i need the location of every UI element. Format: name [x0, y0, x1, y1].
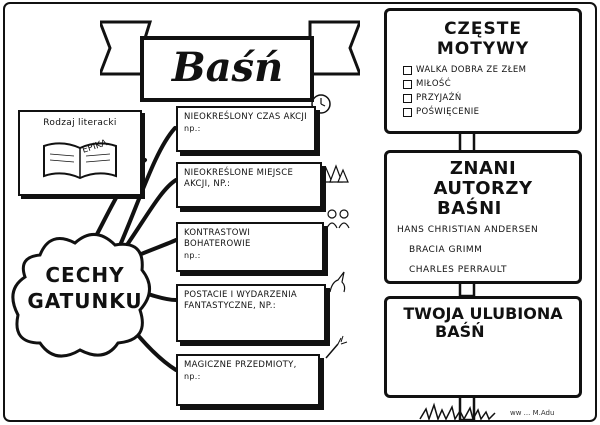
motifs-title: Częste motywy [436, 19, 530, 59]
author-item: Bracia Grimm [409, 245, 483, 255]
checkbox-icon[interactable] [403, 65, 412, 75]
feature-place: nieokreślone miejsce akcji, np.: [176, 162, 322, 208]
unicorn-icon [329, 271, 346, 293]
book-icon [43, 142, 117, 180]
feature-time: nieokreślony czas akcji np.: [176, 106, 316, 152]
feature-fantastic: postacie i wydarzenia fantastyczne, np.: [176, 284, 326, 342]
features-heading-line1: CECHY [45, 263, 125, 287]
authors-title: Znani autorzy baśni [397, 159, 569, 219]
page-title: Baśń [171, 44, 284, 91]
signature: ww ... M.Adu [510, 409, 554, 417]
characters-icon [326, 209, 350, 229]
genre-box: Rodzaj literacki Epika [18, 110, 142, 196]
author-item: Charles Perrault [409, 265, 508, 275]
checkbox-icon[interactable] [403, 107, 412, 117]
feature-time-np: np.: [184, 124, 201, 133]
feature-magic-items-np: np.: [184, 372, 201, 381]
motif-item: Przyjaźń [403, 93, 569, 103]
motifs-list: Walka dobra ze złem Miłość Przyjaźń Pośw… [403, 65, 569, 117]
motif-item: Walka dobra ze złem [403, 65, 569, 75]
motif-label: Przyjaźń [416, 93, 462, 103]
features-heading: CECHY GATUNKU [18, 262, 152, 314]
authors-board: Znani autorzy baśni Hans Christian Ander… [384, 150, 582, 284]
favorite-title: Twoja ulubiona baśń [397, 305, 569, 341]
favorite-board: Twoja ulubiona baśń [384, 296, 582, 398]
favorite-title-line1: Twoja ulubiona [403, 304, 563, 323]
genre-label: Rodzaj literacki [43, 118, 117, 128]
trees-icon [319, 164, 349, 183]
clock-icon [311, 94, 331, 114]
motif-label: Miłość [416, 79, 452, 89]
magic-wand-icon [325, 335, 348, 359]
motifs-board: Częste motywy Walka dobra ze złem Miłość… [384, 8, 582, 134]
cloud-shape [11, 233, 151, 358]
grass [419, 402, 496, 422]
authors-title-line2: baśni [437, 198, 502, 219]
motif-label: Walka dobra ze złem [416, 65, 527, 75]
feature-characters-np: np.: [184, 251, 201, 260]
feature-fantastic-text: postacie i wydarzenia fantastyczne, np.: [184, 290, 298, 311]
features-heading-line2: GATUNKU [27, 289, 143, 313]
authors-title-line1: Znani autorzy [433, 158, 533, 199]
motif-item: Miłość [403, 79, 569, 89]
feature-place-text: nieokreślone miejsce akcji, np.: [184, 168, 294, 189]
author-item: Hans Christian Andersen [397, 225, 539, 235]
feature-time-text: nieokreślony czas akcji [184, 112, 307, 122]
motif-item: Poświęcenie [403, 107, 569, 117]
checkbox-icon[interactable] [403, 93, 412, 103]
favorite-title-line2: baśń [435, 322, 485, 341]
feature-magic-items-text: magiczne przedmioty, [184, 360, 297, 370]
feature-characters-text: kontrastowi bohaterowie [184, 228, 251, 249]
title-ribbon [100, 20, 360, 102]
checkbox-icon[interactable] [403, 79, 412, 89]
feature-characters: kontrastowi bohaterowie np.: [176, 222, 324, 272]
feature-magic-items: magiczne przedmioty, np.: [176, 354, 320, 406]
motif-label: Poświęcenie [416, 107, 480, 117]
